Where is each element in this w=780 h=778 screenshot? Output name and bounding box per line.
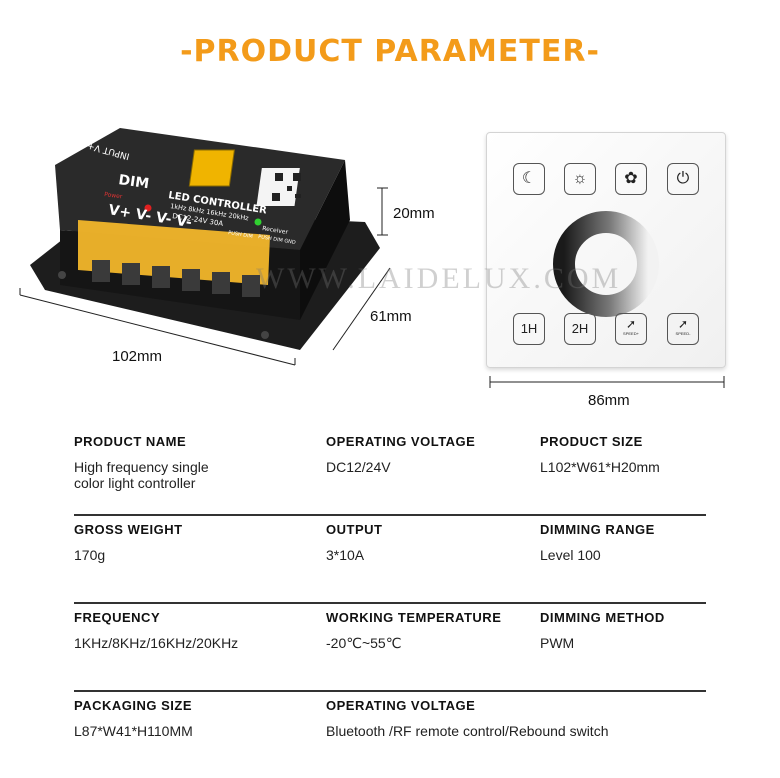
controller-receiver-text: Receiver xyxy=(262,225,289,236)
spec-cell: OPERATING VOLTAGE DC12/24V xyxy=(326,434,536,475)
wall-panel-image: ☾ ☼ ✿ ⏻ 1H 2H xyxy=(486,132,726,368)
dim-panel-width: 86mm xyxy=(588,392,630,409)
panel-dimension-line xyxy=(489,376,725,388)
spec-cell: DIMMING METHOD PWM xyxy=(540,610,710,651)
spec-value: -20℃~55℃ xyxy=(326,635,402,651)
page-title: -PRODUCT PARAMETER- xyxy=(180,34,600,69)
spec-row: GROSS WEIGHT 170g OUTPUT 3*10A DIMMING R… xyxy=(74,516,706,604)
speed-up-label: SPEED+ xyxy=(623,331,639,336)
sun-icon: ☼ xyxy=(572,170,588,187)
speed-down-label: SPEED- xyxy=(675,331,691,336)
spec-cell: DIMMING RANGE Level 100 xyxy=(540,522,710,563)
controller-dim-text: DIM xyxy=(117,172,150,192)
spec-cell: FREQUENCY 1KHz/8KHz/16KHz/20KHz xyxy=(74,610,314,651)
dim-length: 102mm xyxy=(112,348,163,365)
spec-table: PRODUCT NAME High frequency single color… xyxy=(74,428,706,778)
spec-cell: PRODUCT NAME High frequency single color… xyxy=(74,434,314,491)
spec-cell: WORKING TEMPERATURE -20℃~55℃ xyxy=(326,610,536,651)
controller-power-text: Power xyxy=(104,191,123,201)
spec-value: Bluetooth /RF remote control/Rebound swi… xyxy=(326,723,609,739)
controller-push-text: PUSH DIM xyxy=(228,230,253,240)
spec-label: OUTPUT xyxy=(326,522,383,537)
moon-button[interactable]: ☾ xyxy=(513,163,545,195)
spec-cell: OPERATING VOLTAGE Bluetooth /RF remote c… xyxy=(326,698,706,739)
product-figures: DIM LED CONTROLLER 1kHz 8kHz 16kHz 20kHz… xyxy=(0,110,780,420)
spec-row: PRODUCT NAME High frequency single color… xyxy=(74,428,706,516)
moon-icon: ☾ xyxy=(521,170,537,187)
timer-2h-label: 2H xyxy=(571,321,589,336)
spec-cell: GROSS WEIGHT 170g xyxy=(74,522,314,563)
watermark: WWW.LAIDELUX.COM xyxy=(256,262,622,295)
power-icon: ⏻ xyxy=(676,170,690,187)
rocket-icon: ➚ xyxy=(677,317,689,331)
spec-cell: OUTPUT 3*10A xyxy=(326,522,536,563)
spec-value: High frequency single color light contro… xyxy=(74,459,209,491)
spec-value: 170g xyxy=(74,547,106,563)
dimming-ring[interactable] xyxy=(551,209,661,319)
sun-button[interactable]: ☼ xyxy=(564,163,596,195)
spec-value: 1KHz/8KHz/16KHz/20KHz xyxy=(74,635,239,651)
spec-label: WORKING TEMPERATURE xyxy=(326,610,502,625)
spec-label: OPERATING VOLTAGE xyxy=(326,698,476,713)
rocket-icon: ➚ xyxy=(625,317,637,331)
spec-row: PACKAGING SIZE L87*W41*H110MM OPERATING … xyxy=(74,692,706,778)
power-button[interactable]: ⏻ xyxy=(667,163,699,195)
timer-1h-label: 1H xyxy=(520,321,538,336)
dim-height: 20mm xyxy=(393,205,435,222)
timer-1h-button[interactable]: 1H xyxy=(513,313,545,345)
spec-label: OPERATING VOLTAGE xyxy=(326,434,476,449)
spec-label: GROSS WEIGHT xyxy=(74,522,183,537)
spec-value: DC12/24V xyxy=(326,459,391,475)
spec-value: 3*10A xyxy=(326,547,365,563)
spec-label: FREQUENCY xyxy=(74,610,161,625)
spec-label: PACKAGING SIZE xyxy=(74,698,192,713)
speed-up-button[interactable]: ➚ SPEED+ xyxy=(615,313,647,345)
spec-label: PRODUCT SIZE xyxy=(540,434,643,449)
timer-2h-button[interactable]: 2H xyxy=(564,313,596,345)
spec-value: L87*W41*H110MM xyxy=(74,723,193,739)
controller-image: DIM LED CONTROLLER 1kHz 8kHz 16kHz 20kHz… xyxy=(19,128,391,366)
dim-width: 61mm xyxy=(370,308,412,325)
spec-label: DIMMING RANGE xyxy=(540,522,655,537)
spec-value: L102*W61*H20mm xyxy=(540,459,660,475)
spec-cell: PRODUCT SIZE L102*W61*H20mm xyxy=(540,434,710,475)
aperture-button[interactable]: ✿ xyxy=(615,163,647,195)
spec-row: FREQUENCY 1KHz/8KHz/16KHz/20KHz WORKING … xyxy=(74,604,706,692)
spec-label: DIMMING METHOD xyxy=(540,610,665,625)
spec-value: PWM xyxy=(540,635,575,651)
aperture-icon: ✿ xyxy=(624,170,638,187)
spec-label: PRODUCT NAME xyxy=(74,434,187,449)
spec-value: Level 100 xyxy=(540,547,601,563)
speed-down-button[interactable]: ➚ SPEED- xyxy=(667,313,699,345)
spec-cell: PACKAGING SIZE L87*W41*H110MM xyxy=(74,698,314,739)
controller-push-text-2: PUSH DIM GND xyxy=(258,234,297,246)
